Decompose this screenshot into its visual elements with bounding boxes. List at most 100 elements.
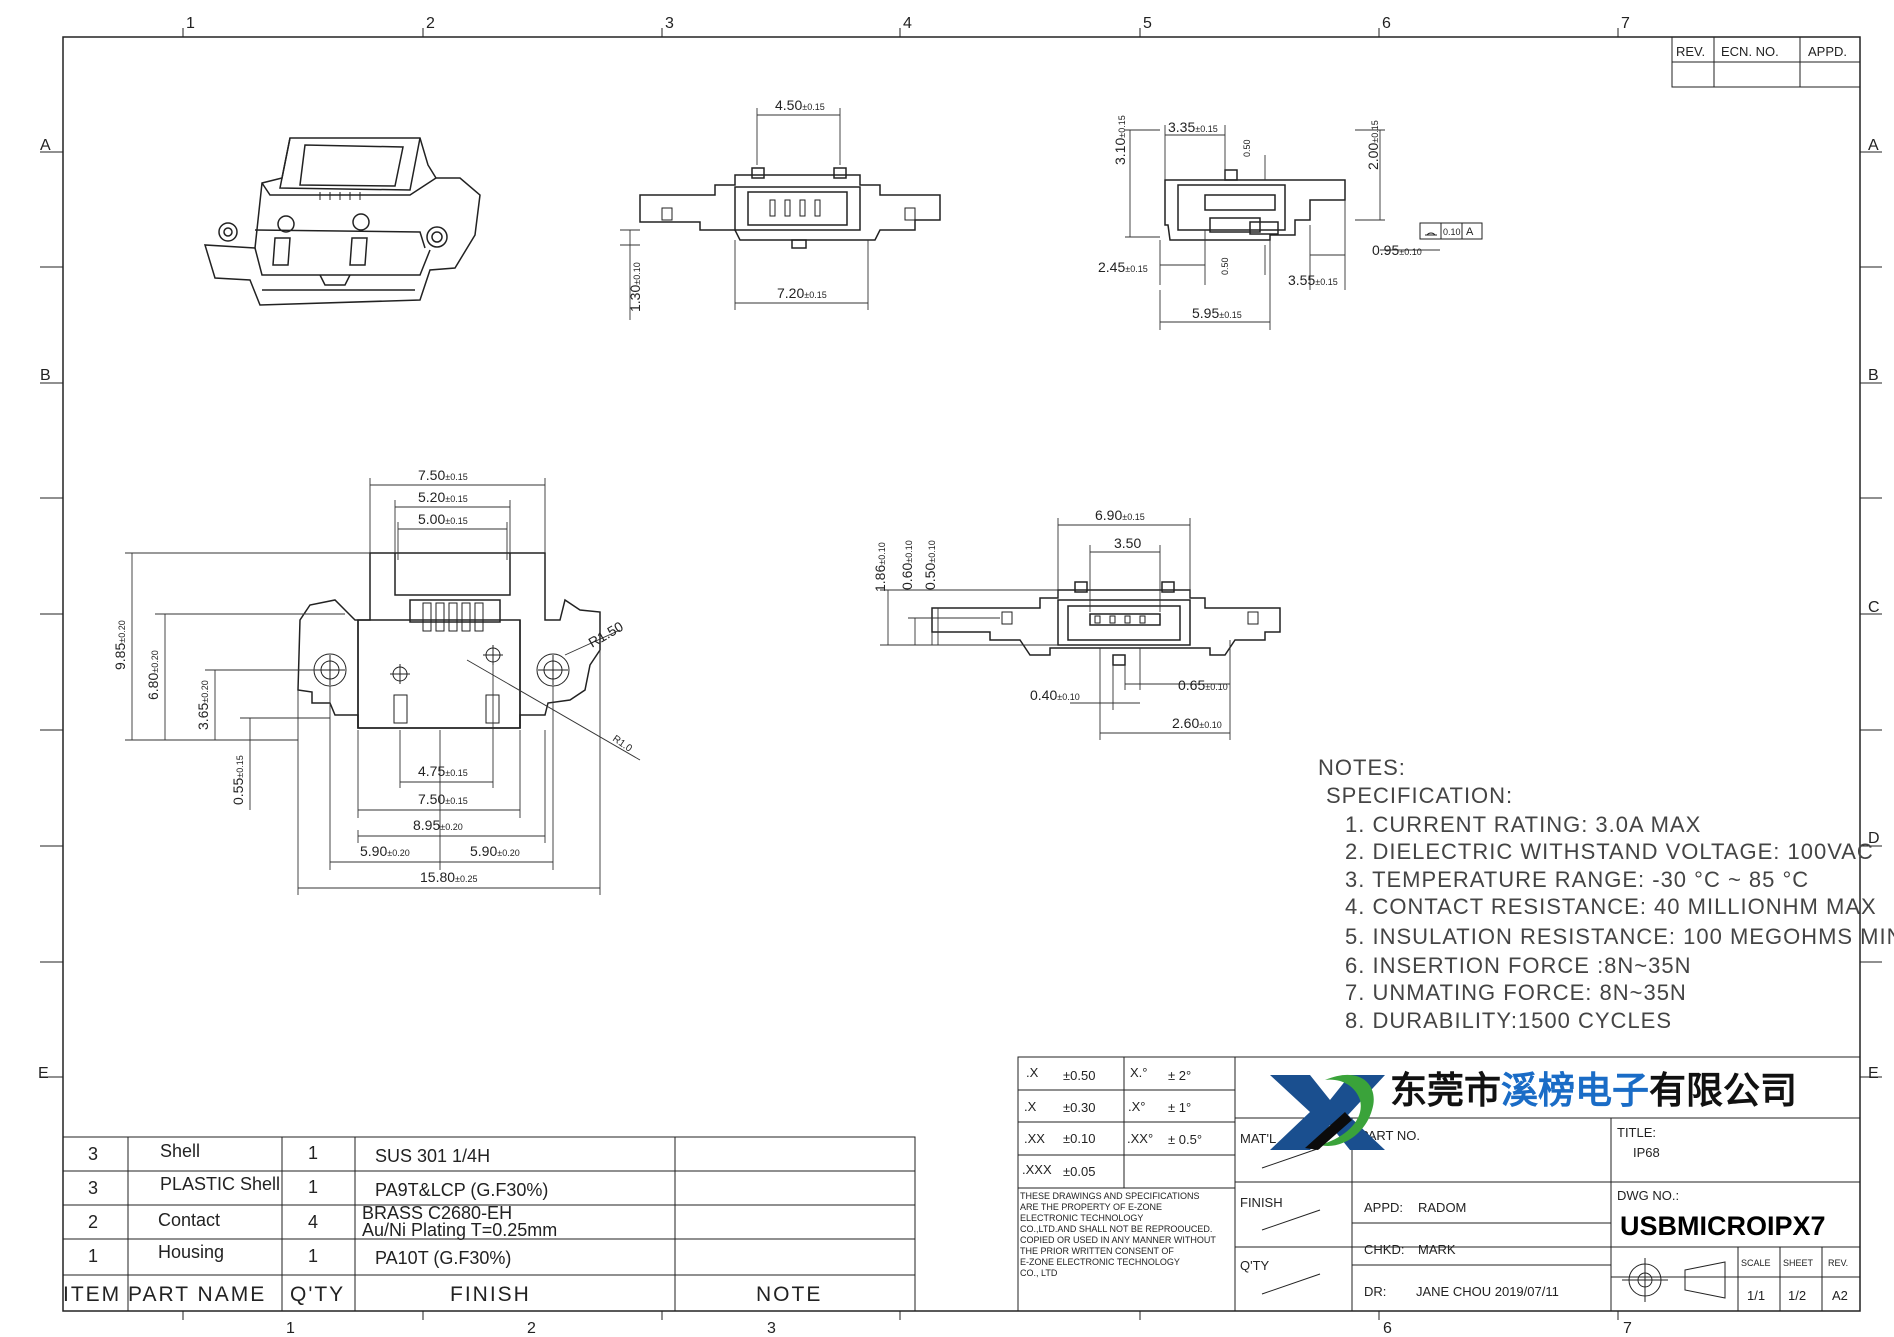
dim-mid-front-1: 6.90±0.15 [1095, 507, 1145, 523]
flatness-tol: 0.10 [1443, 227, 1461, 237]
dim-plan-2: 5.20±0.15 [418, 489, 468, 505]
dim-plan-1: 7.50±0.15 [418, 467, 468, 483]
company-name: 东莞市溪榜电子有限公司 [1390, 1069, 1797, 1111]
row-label-b: B [40, 367, 51, 384]
bom-row-part-name: Housing [158, 1242, 224, 1262]
bottom-col-label-1: 1 [286, 1320, 295, 1337]
plan-view: 7.50±0.15 5.20±0.15 5.00±0.15 9.85±0.20 … [112, 467, 641, 895]
bom-row-finish: PA10T (G.F30%) [375, 1248, 511, 1268]
bom-row-item: 3 [88, 1144, 98, 1164]
dim-top-side-8: 0.50 [1242, 139, 1252, 157]
dim-plan-8: 4.75±0.15 [418, 763, 468, 779]
dim-top-front-3: 1.30±0.10 [627, 262, 643, 312]
bom-header-finish: FINISH [450, 1283, 531, 1306]
col-label-1: 1 [186, 15, 195, 32]
rev-header: REV. [1676, 44, 1705, 59]
angle-tol-value: ± 1° [1168, 1100, 1191, 1115]
dim-plan-9: 7.50±0.15 [418, 791, 468, 807]
dim-plan-6: 3.65±0.20 [195, 680, 211, 730]
right-row-label-d: D [1868, 830, 1880, 847]
dim-plan-3: 5.00±0.15 [418, 511, 468, 527]
dim-mid-front-5: 0.50±0.10 [922, 540, 938, 590]
col-label-7: 7 [1621, 15, 1630, 32]
bom-row-item: 1 [88, 1246, 98, 1266]
notes-heading: NOTES: [1318, 755, 1406, 780]
isometric-view [203, 137, 481, 306]
bom-row-qty: 1 [308, 1246, 318, 1266]
bom-header-note: NOTE [756, 1283, 822, 1306]
tol-label: .XXX [1022, 1162, 1052, 1177]
disclaimer-line: E-ZONE ELECTRONIC TECHNOLOGY [1020, 1257, 1180, 1267]
dim-top-side-4: 2.45±0.15 [1098, 259, 1148, 275]
bom-row-qty: 1 [308, 1143, 318, 1163]
bom-header-item: ITEM [63, 1283, 121, 1306]
bom-header-part-name: PART NAME [128, 1283, 266, 1306]
notes-subheading: SPECIFICATION: [1326, 783, 1513, 808]
disclaimer-line: CO.,LTD.AND SHALL NOT BE REPROOUCED. [1020, 1224, 1212, 1234]
chkd-label: CHKD: [1364, 1242, 1404, 1257]
title-label: TITLE: [1617, 1125, 1656, 1140]
dim-plan-13: 15.80±0.25 [420, 869, 478, 885]
notes-block: NOTES: SPECIFICATION: 1. CURRENT RATING:… [1318, 755, 1894, 1033]
dim-plan-11: 5.90±0.20 [360, 843, 410, 859]
note-item: 7. UNMATING FORCE: 8N~35N [1345, 980, 1687, 1005]
title-value: IP68 [1633, 1145, 1660, 1160]
dim-plan-5: 6.80±0.20 [145, 650, 161, 700]
bom-row-item: 3 [88, 1178, 98, 1198]
bom-row-part-name: Contact [158, 1210, 220, 1230]
dim-mid-front-3: 1.86±0.10 [872, 542, 888, 592]
dwg-no-value: USBMICROIPX7 [1620, 1211, 1826, 1241]
dim-mid-front-2: 3.50 [1114, 535, 1141, 551]
dim-plan-radius-1: R1.50 [586, 618, 627, 651]
chkd-value: MARK [1418, 1242, 1456, 1257]
bottom-col-label-6: 6 [1383, 1320, 1392, 1337]
bom-row-part-name: PLASTIC Shell [160, 1174, 280, 1194]
top-side-view: 0.10 A 3.35±0.15 3.10±0.15 2.00±0.15 2.4… [1098, 115, 1483, 330]
disclaimer-line: COPIED OR USED IN ANY MANNER WITHOUT [1020, 1235, 1216, 1245]
matl-label: MAT'L [1240, 1131, 1276, 1146]
company-logo-icon [1270, 1074, 1385, 1150]
dr-label: DR: [1364, 1284, 1386, 1299]
disclaimer-line: THESE DRAWINGS AND SPECIFICATIONS [1020, 1191, 1200, 1201]
tol-label: .X [1024, 1099, 1037, 1114]
dim-plan-10: 8.95±0.20 [413, 817, 463, 833]
right-row-label-a: A [1868, 137, 1879, 154]
tol-label: .XX [1024, 1131, 1045, 1146]
bom-row-finish: BRASS C2680-EH [362, 1203, 512, 1223]
bom-row-finish: PA9T&LCP (G.F30%) [375, 1180, 548, 1200]
appd-header: APPD. [1808, 44, 1847, 59]
appd-value: RADOM [1418, 1200, 1466, 1215]
col-label-6: 6 [1382, 15, 1391, 32]
dim-mid-front-6: 0.40±0.10 [1030, 687, 1080, 703]
bom-row-item: 2 [88, 1212, 98, 1232]
angle-tol-label: X.° [1130, 1065, 1147, 1080]
dim-plan-12: 5.90±0.20 [470, 843, 520, 859]
bom-row-finish: SUS 301 1/4H [375, 1146, 490, 1166]
part-no-label: PART NO. [1360, 1128, 1420, 1143]
bottom-col-label-2: 2 [527, 1320, 536, 1337]
dim-mid-front-4: 0.60±0.10 [899, 540, 915, 590]
disclaimer-line: ELECTRONIC TECHNOLOGY [1020, 1213, 1143, 1223]
ecn-header: ECN. NO. [1721, 44, 1779, 59]
dim-mid-front-7: 0.65±0.10 [1178, 677, 1228, 693]
col-label-3: 3 [665, 15, 674, 32]
tol-value: ±0.05 [1063, 1164, 1095, 1179]
dim-top-side-7: 5.95±0.15 [1192, 305, 1242, 321]
scale-value: 1/1 [1747, 1288, 1765, 1303]
col-label-4: 4 [903, 15, 912, 32]
bom-row-finish-extra: Au/Ni Plating T=0.25mm [362, 1220, 557, 1240]
right-row-label-e: E [1868, 1065, 1879, 1082]
dim-top-side-6: 3.55±0.15 [1288, 272, 1338, 288]
col-label-2: 2 [426, 15, 435, 32]
dim-top-side-3: 2.00±0.15 [1365, 120, 1381, 170]
tol-value: ±0.10 [1063, 1131, 1095, 1146]
flatness-datum: A [1466, 226, 1474, 238]
bom-row-qty: 1 [308, 1177, 318, 1197]
row-label-e: E [38, 1065, 49, 1082]
note-item: 3. TEMPERATURE RANGE: -30 °C ~ 85 °C [1345, 867, 1809, 892]
top-front-view: 4.50±0.15 7.20±0.15 1.30±0.10 [620, 97, 941, 320]
qty-label: Q'TY [1240, 1258, 1270, 1273]
revision-table: REV. ECN. NO. APPD. [1671, 36, 1861, 88]
dim-top-side-9: 0.50 [1220, 257, 1230, 275]
